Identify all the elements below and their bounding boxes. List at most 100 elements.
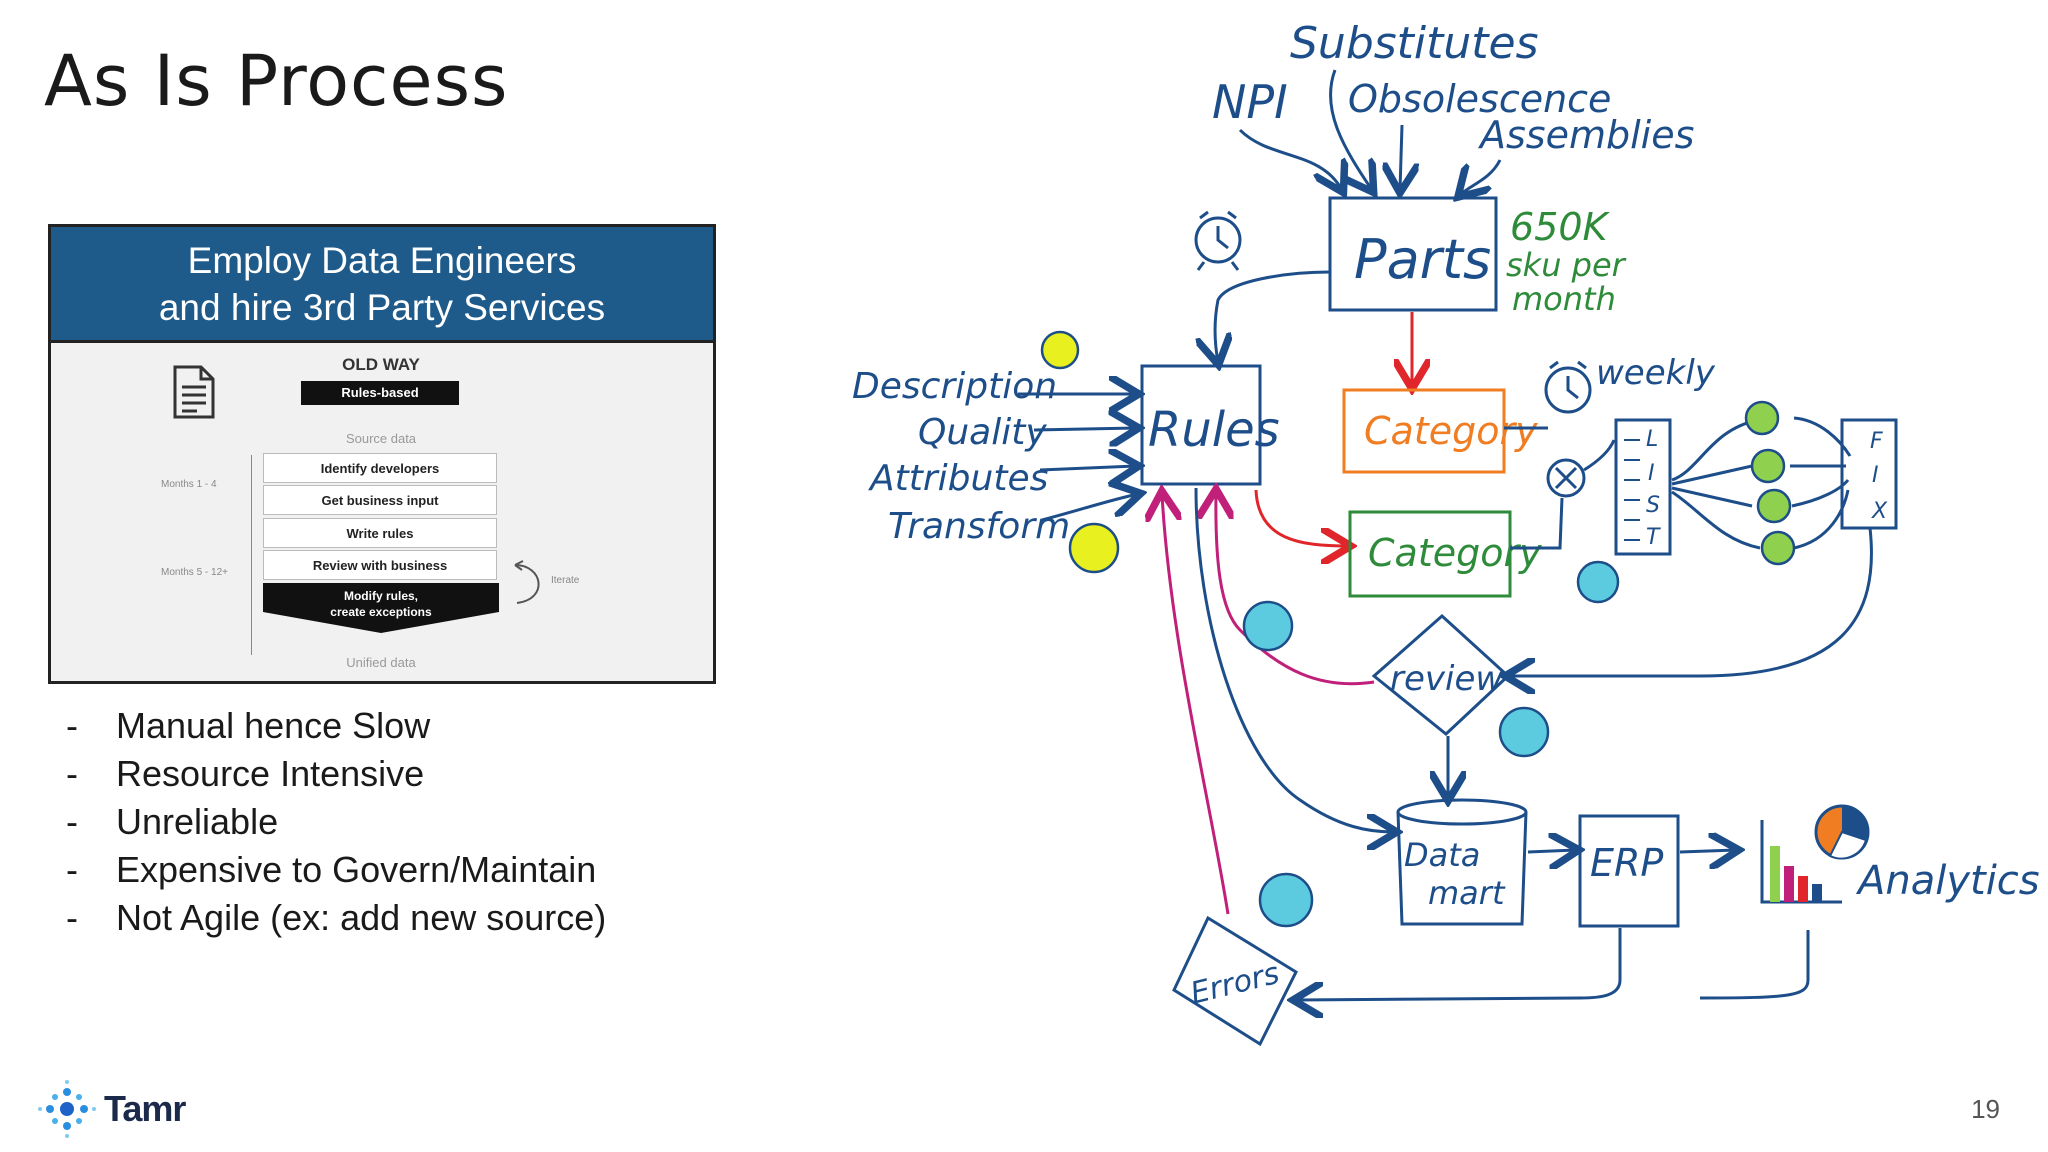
category-top-label: Category [1364, 409, 1538, 453]
tamr-logo: Tamr [36, 1078, 186, 1140]
list-to-reviewers-lines [1671, 418, 1761, 550]
step-modify-line1: Modify rules, [343, 589, 418, 603]
bullet-item: -Unreliable [66, 798, 606, 846]
fix-letter: X [1871, 499, 1888, 524]
input-description: Description [852, 366, 1057, 407]
arrow-erp-analytics [1679, 850, 1736, 852]
input-quality: Quality [918, 412, 1047, 453]
fix-box [1840, 418, 1898, 530]
arrow-parts-rules [1215, 270, 1331, 362]
unhappy-face-icon [1040, 330, 1620, 928]
page-number: 19 [1971, 1094, 2000, 1124]
category-bottom-label: Category [1368, 531, 1542, 575]
analytics-chart-icon [1760, 804, 1870, 904]
source-npi: NPI [1212, 75, 1288, 129]
reviewer-face-icon [1744, 400, 1796, 566]
bullet-item: -Manual hence Slow [66, 702, 606, 750]
card-body: OLD WAY Rules-based Source data Months 1… [51, 343, 713, 681]
list-letter: S [1646, 493, 1660, 518]
alarm-clock-icon [1194, 210, 1242, 271]
input-transform: Transform [888, 506, 1070, 547]
data-mart-line2: mart [1428, 874, 1506, 912]
arrow-datamart-erp [1527, 850, 1576, 852]
parts-label: Parts [1354, 228, 1491, 291]
bullet-list: -Manual hence Slow -Resource Intensive -… [66, 702, 606, 942]
step-modify-line2: create exceptions [330, 605, 432, 619]
arrow-erp-errors [1296, 928, 1622, 1000]
category-top-box [1342, 388, 1506, 474]
card-header: Employ Data Engineers and hire 3rd Party… [51, 227, 713, 343]
reviewers-to-fix-lines [1790, 416, 1852, 550]
arrow-transform-rules [1041, 494, 1138, 522]
input-attributes: Attributes [868, 458, 1048, 499]
arrow-obsolescence-parts [1400, 124, 1402, 190]
list-letter: I [1648, 461, 1655, 486]
tamr-logo-icon [38, 1080, 96, 1138]
rules-label: Rules [1148, 402, 1280, 458]
erp-box [1578, 814, 1680, 928]
card-header-line2: and hire 3rd Party Services [158, 286, 606, 328]
fix-letter: I [1872, 463, 1879, 488]
list-box [1614, 418, 1672, 556]
line-analytics-errors [1699, 930, 1810, 1000]
bullet-text: Not Agile (ex: add new source) [116, 897, 607, 938]
iterate-arrow-icon [514, 560, 540, 604]
source-assemblies: Assemblies [1477, 113, 1694, 157]
step-get-business-input: Get business input [263, 485, 497, 515]
step-write-rules: Write rules [263, 518, 497, 548]
months-1-label: Months 1 - 4 [161, 479, 217, 490]
bullet-text: Unreliable [116, 801, 279, 842]
volume-line3: month [1512, 280, 1616, 318]
arrow-attributes-rules [1039, 466, 1136, 470]
step-identify-developers: Identify developers [263, 453, 497, 483]
arrow-substitutes-parts [1329, 69, 1372, 190]
bullet-text: Manual hence Slow [116, 705, 431, 746]
errors-label: Errors [1187, 956, 1283, 1012]
line-category-bottom-x [1510, 497, 1564, 550]
timeline-bracket [251, 455, 260, 655]
weekly-clock-icon [1544, 360, 1592, 414]
card-header-line1: Employ Data Engineers [187, 239, 577, 281]
slide-title: As Is Process [44, 40, 509, 122]
bullet-text: Expensive to Govern/Maintain [116, 849, 597, 890]
bullet-text: Resource Intensive [116, 753, 425, 794]
errors-diamond [1172, 915, 1298, 1047]
data-mart-cylinder [1396, 798, 1528, 926]
list-letter: L [1646, 427, 1658, 452]
fix-letter: F [1870, 429, 1883, 454]
volume-line2: sku per [1506, 246, 1627, 284]
arrow-fix-review [1508, 527, 1873, 676]
step-modify-rules: Modify rules, create exceptions [263, 583, 499, 633]
rules-based-pill: Rules-based [301, 381, 459, 405]
arrow-npi-parts [1238, 128, 1342, 190]
arrow-quality-rules [1033, 428, 1136, 430]
parts-box [1328, 196, 1498, 312]
months-2-label: Months 5 - 12+ [161, 567, 228, 578]
data-mart-line1: Data [1404, 836, 1480, 874]
arrow-rules-category [1254, 489, 1348, 546]
arrow-review-rules [1216, 492, 1375, 686]
tamr-logo-text: Tamr [104, 1088, 186, 1129]
weekly-label: weekly [1596, 353, 1716, 393]
close-x-icon [1546, 458, 1586, 498]
source-data-label: Source data [345, 431, 417, 446]
volume-line1: 650K [1510, 205, 1611, 249]
category-bottom-box [1348, 510, 1512, 598]
arrow-errors-rules [1162, 494, 1230, 915]
bullet-item: -Expensive to Govern/Maintain [66, 846, 606, 894]
erp-label: ERP [1590, 841, 1663, 885]
old-way-card: Employ Data Engineers and hire 3rd Party… [48, 224, 716, 684]
review-label: review [1390, 659, 1503, 699]
unified-data-label: Unified data [346, 655, 416, 670]
bullet-item: -Resource Intensive [66, 750, 606, 798]
arrow-rules-datamart [1194, 487, 1394, 832]
line-x-list [1583, 439, 1616, 472]
old-way-label: OLD WAY [342, 355, 420, 374]
step-review-with-business: Review with business [263, 550, 497, 580]
as-is-process-diagram: Substitutes NPI Obsolescence Assemblies … [852, 18, 2040, 1047]
bullet-item: -Not Agile (ex: add new source) [66, 894, 606, 942]
arrow-assemblies-parts [1460, 159, 1502, 195]
source-obsolescence: Obsolescence [1348, 77, 1611, 121]
iterate-label: Iterate [551, 575, 580, 586]
document-icon [173, 365, 215, 419]
